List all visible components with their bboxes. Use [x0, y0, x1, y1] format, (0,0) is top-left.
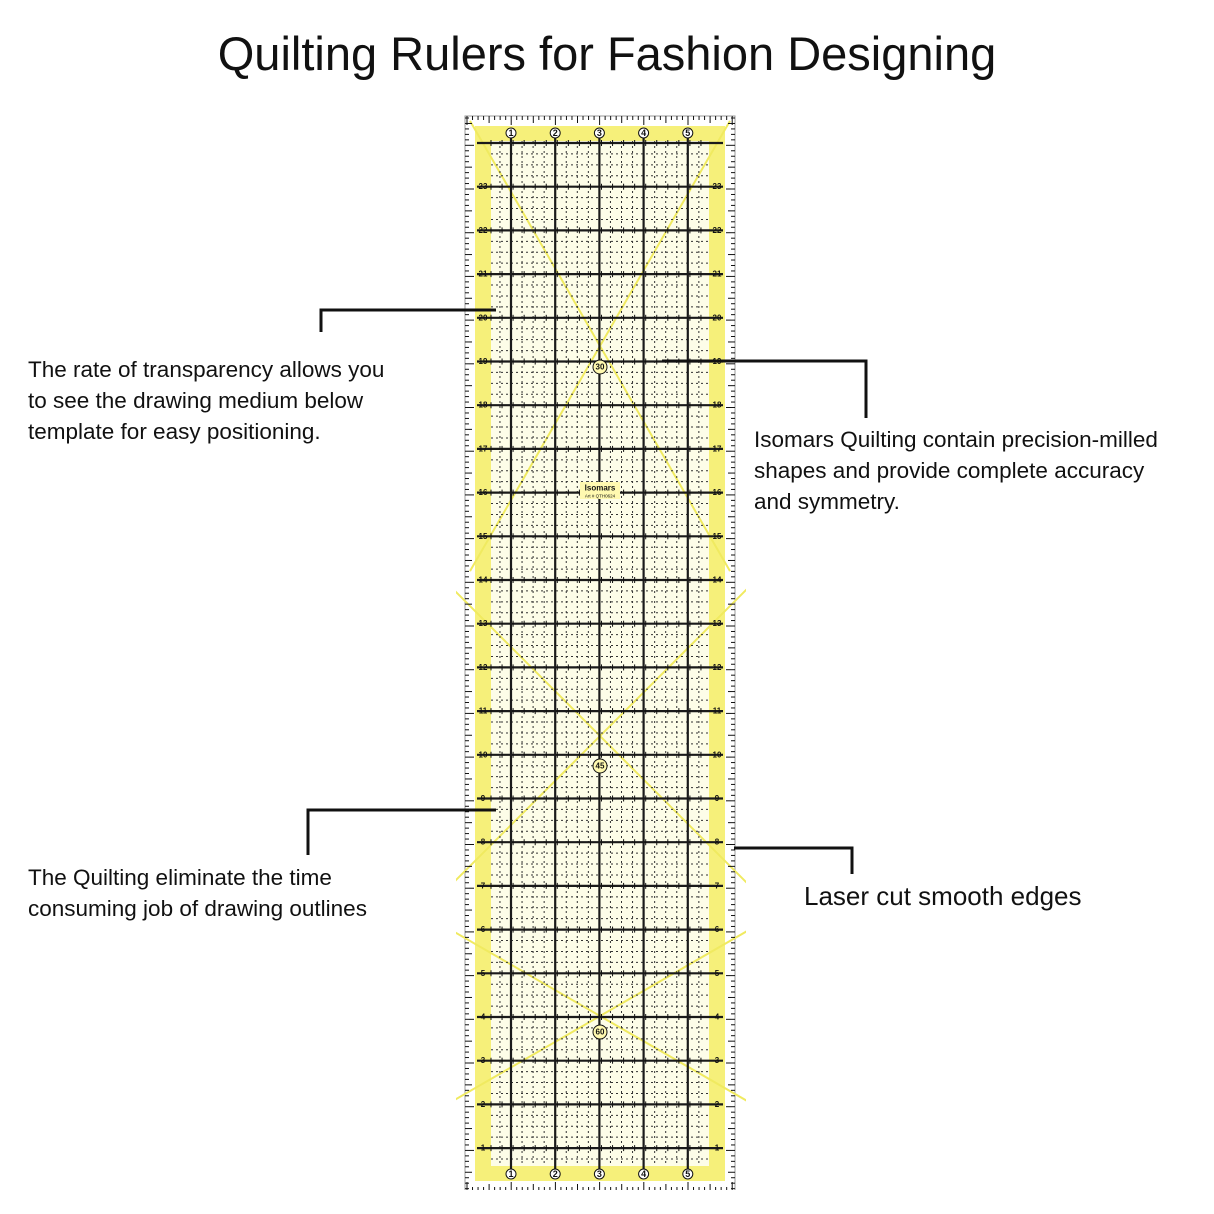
ruler-number-left: 6 — [481, 925, 486, 934]
callout-line: consuming job of drawing outlines — [28, 896, 367, 921]
angle-label: 60 — [596, 1028, 605, 1037]
ruler-number-top: 4 — [641, 128, 646, 138]
number-dot — [549, 1168, 561, 1180]
brand-label-bg — [580, 482, 620, 499]
ruler-number-right: 12 — [713, 663, 722, 672]
ruler-number-left: 3 — [481, 1056, 486, 1065]
ruler-number-right: 23 — [713, 182, 722, 191]
number-dot — [505, 1168, 517, 1180]
ruler-number-left: 11 — [479, 707, 488, 716]
number-dot — [593, 127, 605, 139]
ruler-number-right: 3 — [715, 1056, 720, 1065]
ruler-number-right: 17 — [713, 444, 722, 453]
number-dot — [549, 127, 561, 139]
ruler-number-right: 16 — [713, 488, 722, 497]
ruler-number-right: 20 — [713, 313, 722, 322]
ruler-number-left: 10 — [479, 750, 488, 759]
ruler-number-left: 20 — [479, 313, 488, 322]
callout-line: and symmetry. — [754, 489, 900, 514]
ruler-number-right: 7 — [715, 881, 720, 890]
ruler-number-bottom: 4 — [641, 1169, 646, 1179]
number-dot — [682, 1168, 694, 1180]
ruler-number-left: 21 — [479, 270, 488, 279]
ruler-number-left: 8 — [481, 838, 486, 847]
page-title: Quilting Rulers for Fashion Designing — [217, 27, 997, 80]
ruler-number-left: 17 — [479, 444, 488, 453]
number-dot — [638, 1168, 650, 1180]
ruler-number-right: 6 — [715, 925, 720, 934]
callout-line: to see the drawing medium below — [28, 388, 364, 413]
ruler-number-left: 23 — [479, 182, 488, 191]
ruler-number-left: 22 — [479, 226, 488, 235]
ruler-number-right: 5 — [715, 969, 720, 978]
angle-label: 30 — [596, 363, 605, 372]
callout-line: Isomars Quilting contain precision-mille… — [754, 427, 1158, 452]
angle-label: 45 — [596, 762, 605, 771]
article-code: Art # QTH0624 — [585, 494, 616, 499]
callout-line: The Quilting eliminate the time — [28, 865, 332, 890]
ruler-number-top: 2 — [553, 128, 558, 138]
ruler-number-left: 5 — [481, 969, 486, 978]
ruler-number-left: 13 — [479, 619, 488, 628]
callout-line: shapes and provide complete accuracy — [754, 458, 1145, 483]
ruler-number-left: 15 — [479, 532, 488, 541]
ruler-number-left: 19 — [479, 357, 488, 366]
ruler-number-right: 19 — [713, 357, 722, 366]
ruler-number-right: 13 — [713, 619, 722, 628]
ruler-number-right: 14 — [713, 576, 722, 585]
callout-line: Laser cut smooth edges — [804, 881, 1082, 911]
angle-badge — [592, 1024, 608, 1040]
ruler-number-right: 18 — [713, 401, 722, 410]
ruler-number-right: 21 — [713, 270, 722, 279]
ruler-number-right: 22 — [713, 226, 722, 235]
ruler-number-left: 4 — [481, 1013, 486, 1022]
ruler-number-left: 14 — [479, 576, 488, 585]
ruler-number-left: 16 — [479, 488, 488, 497]
callout-line: template for easy positioning. — [28, 419, 321, 444]
ruler-number-left: 9 — [481, 794, 486, 803]
ruler-number-bottom: 3 — [597, 1169, 602, 1179]
ruler-number-left: 12 — [479, 663, 488, 672]
number-dot — [505, 127, 517, 139]
ruler-number-left: 1 — [481, 1144, 486, 1153]
ruler-number-bottom: 5 — [685, 1169, 690, 1179]
ruler-number-bottom: 2 — [553, 1169, 558, 1179]
leader-line-laser-cut — [734, 846, 854, 874]
ruler-number-right: 1 — [715, 1144, 720, 1153]
ruler-number-left: 7 — [481, 881, 486, 890]
ruler-number-top: 5 — [685, 128, 690, 138]
number-dot — [638, 127, 650, 139]
ruler-number-right: 11 — [713, 707, 722, 716]
callout-line: The rate of transparency allows you — [28, 357, 385, 382]
ruler-number-left: 18 — [479, 401, 488, 410]
brand-name: Isomars — [585, 484, 616, 493]
ruler-number-top: 3 — [597, 128, 602, 138]
number-dot — [682, 127, 694, 139]
ruler-number-right: 2 — [715, 1100, 720, 1109]
ruler-number-top: 1 — [508, 128, 513, 138]
callout-precision: Isomars Quilting contain precision-mille… — [754, 424, 1158, 517]
ruler-number-left: 2 — [481, 1100, 486, 1109]
callout-laser-cut: Laser cut smooth edges — [804, 879, 1082, 913]
angle-badge — [592, 359, 608, 375]
callout-transparency: The rate of transparency allows you to s… — [28, 354, 384, 447]
ruler-number-right: 9 — [715, 794, 720, 803]
angle-badge — [592, 758, 608, 774]
ruler-number-right: 8 — [715, 838, 720, 847]
callout-time-saving: The Quilting eliminate the time consumin… — [28, 862, 367, 924]
number-dot — [593, 1168, 605, 1180]
ruler-number-bottom: 1 — [508, 1169, 513, 1179]
ruler-number-right: 10 — [713, 750, 722, 759]
ruler-number-right: 4 — [715, 1013, 720, 1022]
ruler-number-right: 15 — [713, 532, 722, 541]
